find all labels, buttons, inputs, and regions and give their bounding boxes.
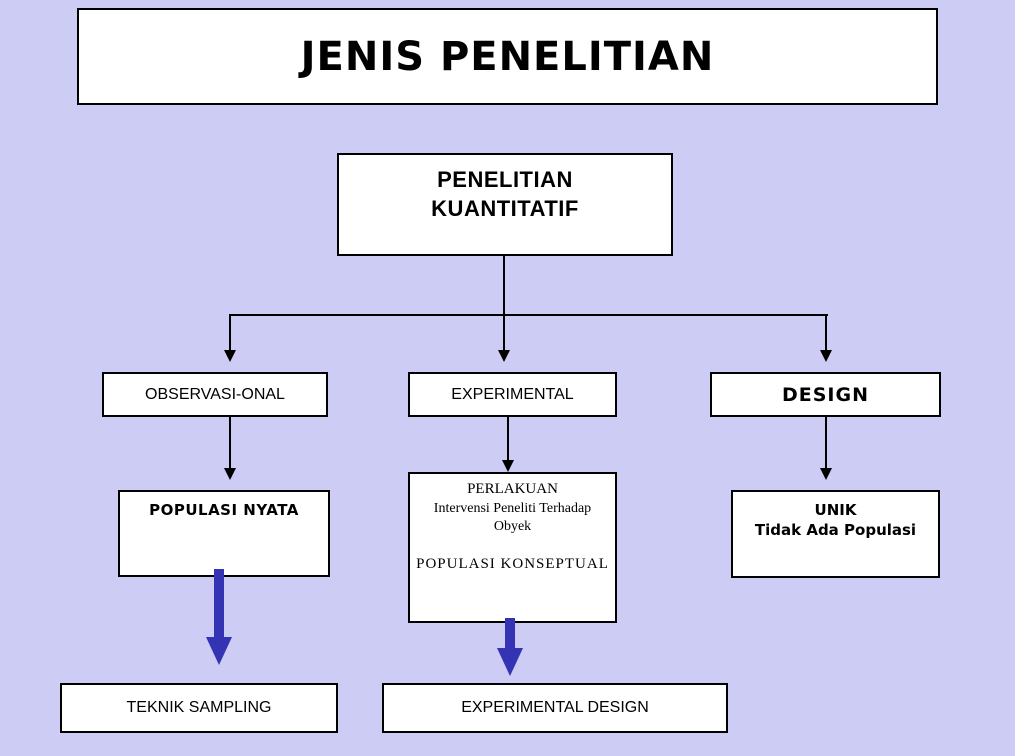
experimental-design-label: EXPERIMENTAL DESIGN bbox=[461, 699, 649, 716]
observasional-label: OBSERVASI-ONAL bbox=[145, 385, 285, 403]
connector-root-drop-line bbox=[503, 255, 505, 315]
design-label: DESIGN bbox=[781, 383, 869, 406]
connector-observasional-populasi-line bbox=[229, 417, 231, 468]
teknik-sampling-label: TEKNIK SAMPLING bbox=[126, 699, 272, 716]
box-observasional: OBSERVASI-ONAL bbox=[102, 372, 328, 417]
perlakuan-line3: Obyek bbox=[493, 518, 532, 534]
perlakuan-line1: PERLAKUAN bbox=[467, 481, 558, 497]
box-teknik-sampling: TEKNIK SAMPLING bbox=[60, 683, 338, 733]
connector-mid-branch-line bbox=[503, 314, 505, 350]
arrow-down-icon bbox=[820, 350, 832, 362]
populasi-nyata-label: POPULASI NYATA bbox=[149, 501, 299, 519]
connector-design-unik-line bbox=[825, 417, 827, 468]
unik-line2: Tidak Ada Populasi bbox=[754, 521, 917, 540]
box-unik: UNIK Tidak Ada Populasi bbox=[731, 490, 940, 578]
unik-line1: UNIK bbox=[814, 501, 857, 519]
experimental-label: EXPERIMENTAL bbox=[451, 385, 574, 403]
root-box-line2: KUANTITATIF bbox=[431, 195, 579, 221]
arrow-down-icon bbox=[502, 460, 514, 472]
arrow-down-icon bbox=[820, 468, 832, 480]
root-box-line1: PENELITIAN bbox=[437, 167, 573, 192]
blue-arrow-shaft bbox=[505, 618, 515, 648]
box-experimental-design: EXPERIMENTAL DESIGN bbox=[382, 683, 728, 733]
box-perlakuan: PERLAKUAN Intervensi Peneliti Terhadap O… bbox=[408, 472, 617, 623]
blue-arrow-down-icon bbox=[206, 637, 232, 665]
connector-right-branch-line bbox=[825, 314, 827, 350]
arrow-down-icon bbox=[224, 468, 236, 480]
perlakuan-line2: Intervensi Peneliti Terhadap bbox=[433, 500, 592, 516]
perlakuan-line4: POPULASI KONSEPTUAL bbox=[416, 555, 609, 572]
title-box: JENIS PENELITIAN bbox=[77, 8, 938, 105]
box-penelitian-kuantitatif: PENELITIAN KUANTITATIF bbox=[337, 153, 673, 256]
blue-arrow-shaft bbox=[214, 569, 224, 637]
box-experimental: EXPERIMENTAL bbox=[408, 372, 617, 417]
slide-title: JENIS PENELITIAN bbox=[300, 33, 715, 80]
box-populasi-nyata: POPULASI NYATA bbox=[118, 490, 330, 577]
connector-experimental-perlakuan-line bbox=[507, 417, 509, 460]
arrow-down-icon bbox=[224, 350, 236, 362]
connector-left-branch-line bbox=[229, 314, 231, 350]
connector-distributor-line bbox=[230, 314, 828, 316]
arrow-down-icon bbox=[498, 350, 510, 362]
box-design: DESIGN bbox=[710, 372, 941, 417]
blue-arrow-down-icon bbox=[497, 648, 523, 676]
